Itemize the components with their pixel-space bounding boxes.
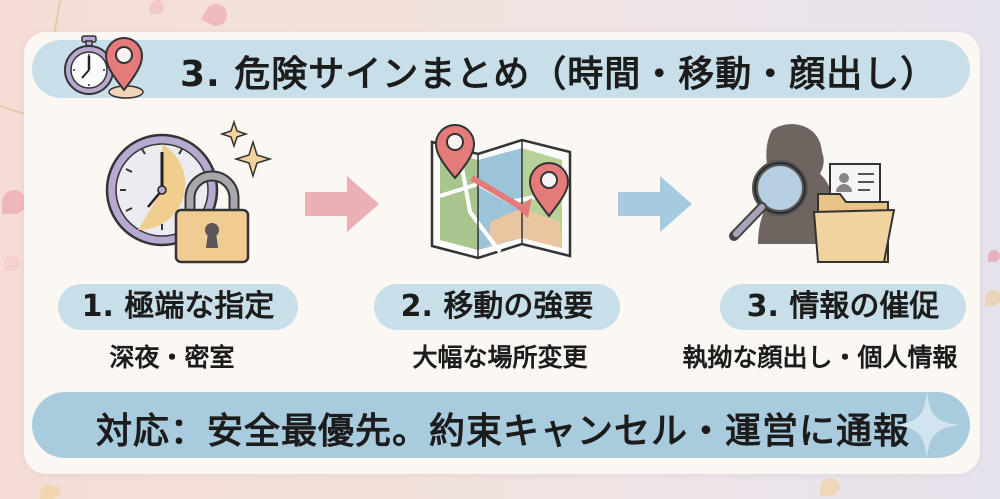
step-3-description: 執拗な顔出し・個人情報 <box>682 343 958 372</box>
step-card-3: 3. 情報の催促 執拗な顔出し・個人情報 <box>680 112 966 382</box>
arrow-right-icon <box>305 176 379 232</box>
step-card-1: 1. 極端な指定 深夜・密室 <box>40 112 320 382</box>
footer-text: 対応：安全最優先。約束キャンセル・運営に通報 <box>96 411 911 452</box>
step-1-label: 1. 極端な指定 <box>58 284 298 330</box>
step-2-label: 2. 移動の強要 <box>374 284 620 330</box>
map-with-route-icon <box>430 124 572 260</box>
clock-and-padlock-icon <box>105 119 273 264</box>
map-pin-icon <box>104 37 144 99</box>
arrow-right-icon <box>618 176 692 232</box>
footer-bar: 対応：安全最優先。約束キャンセル・運営に通報 <box>32 392 970 458</box>
header-icons <box>60 32 170 102</box>
step-3-label: 3. 情報の催促 <box>720 284 966 330</box>
step-2-description: 大幅な場所変更 <box>412 343 588 372</box>
header-bar: 3. 危険サインまとめ（時間・移動・顔出し） <box>32 35 970 99</box>
silhouette-magnifier-folder-icon <box>729 124 896 263</box>
step-card-2: 2. 移動の強要 大幅な場所変更 <box>360 112 640 382</box>
page-title: 3. 危険サインまとめ（時間・移動・顔出し） <box>180 54 938 95</box>
sparkle-icon <box>894 392 960 458</box>
step-1-description: 深夜・密室 <box>109 343 235 372</box>
